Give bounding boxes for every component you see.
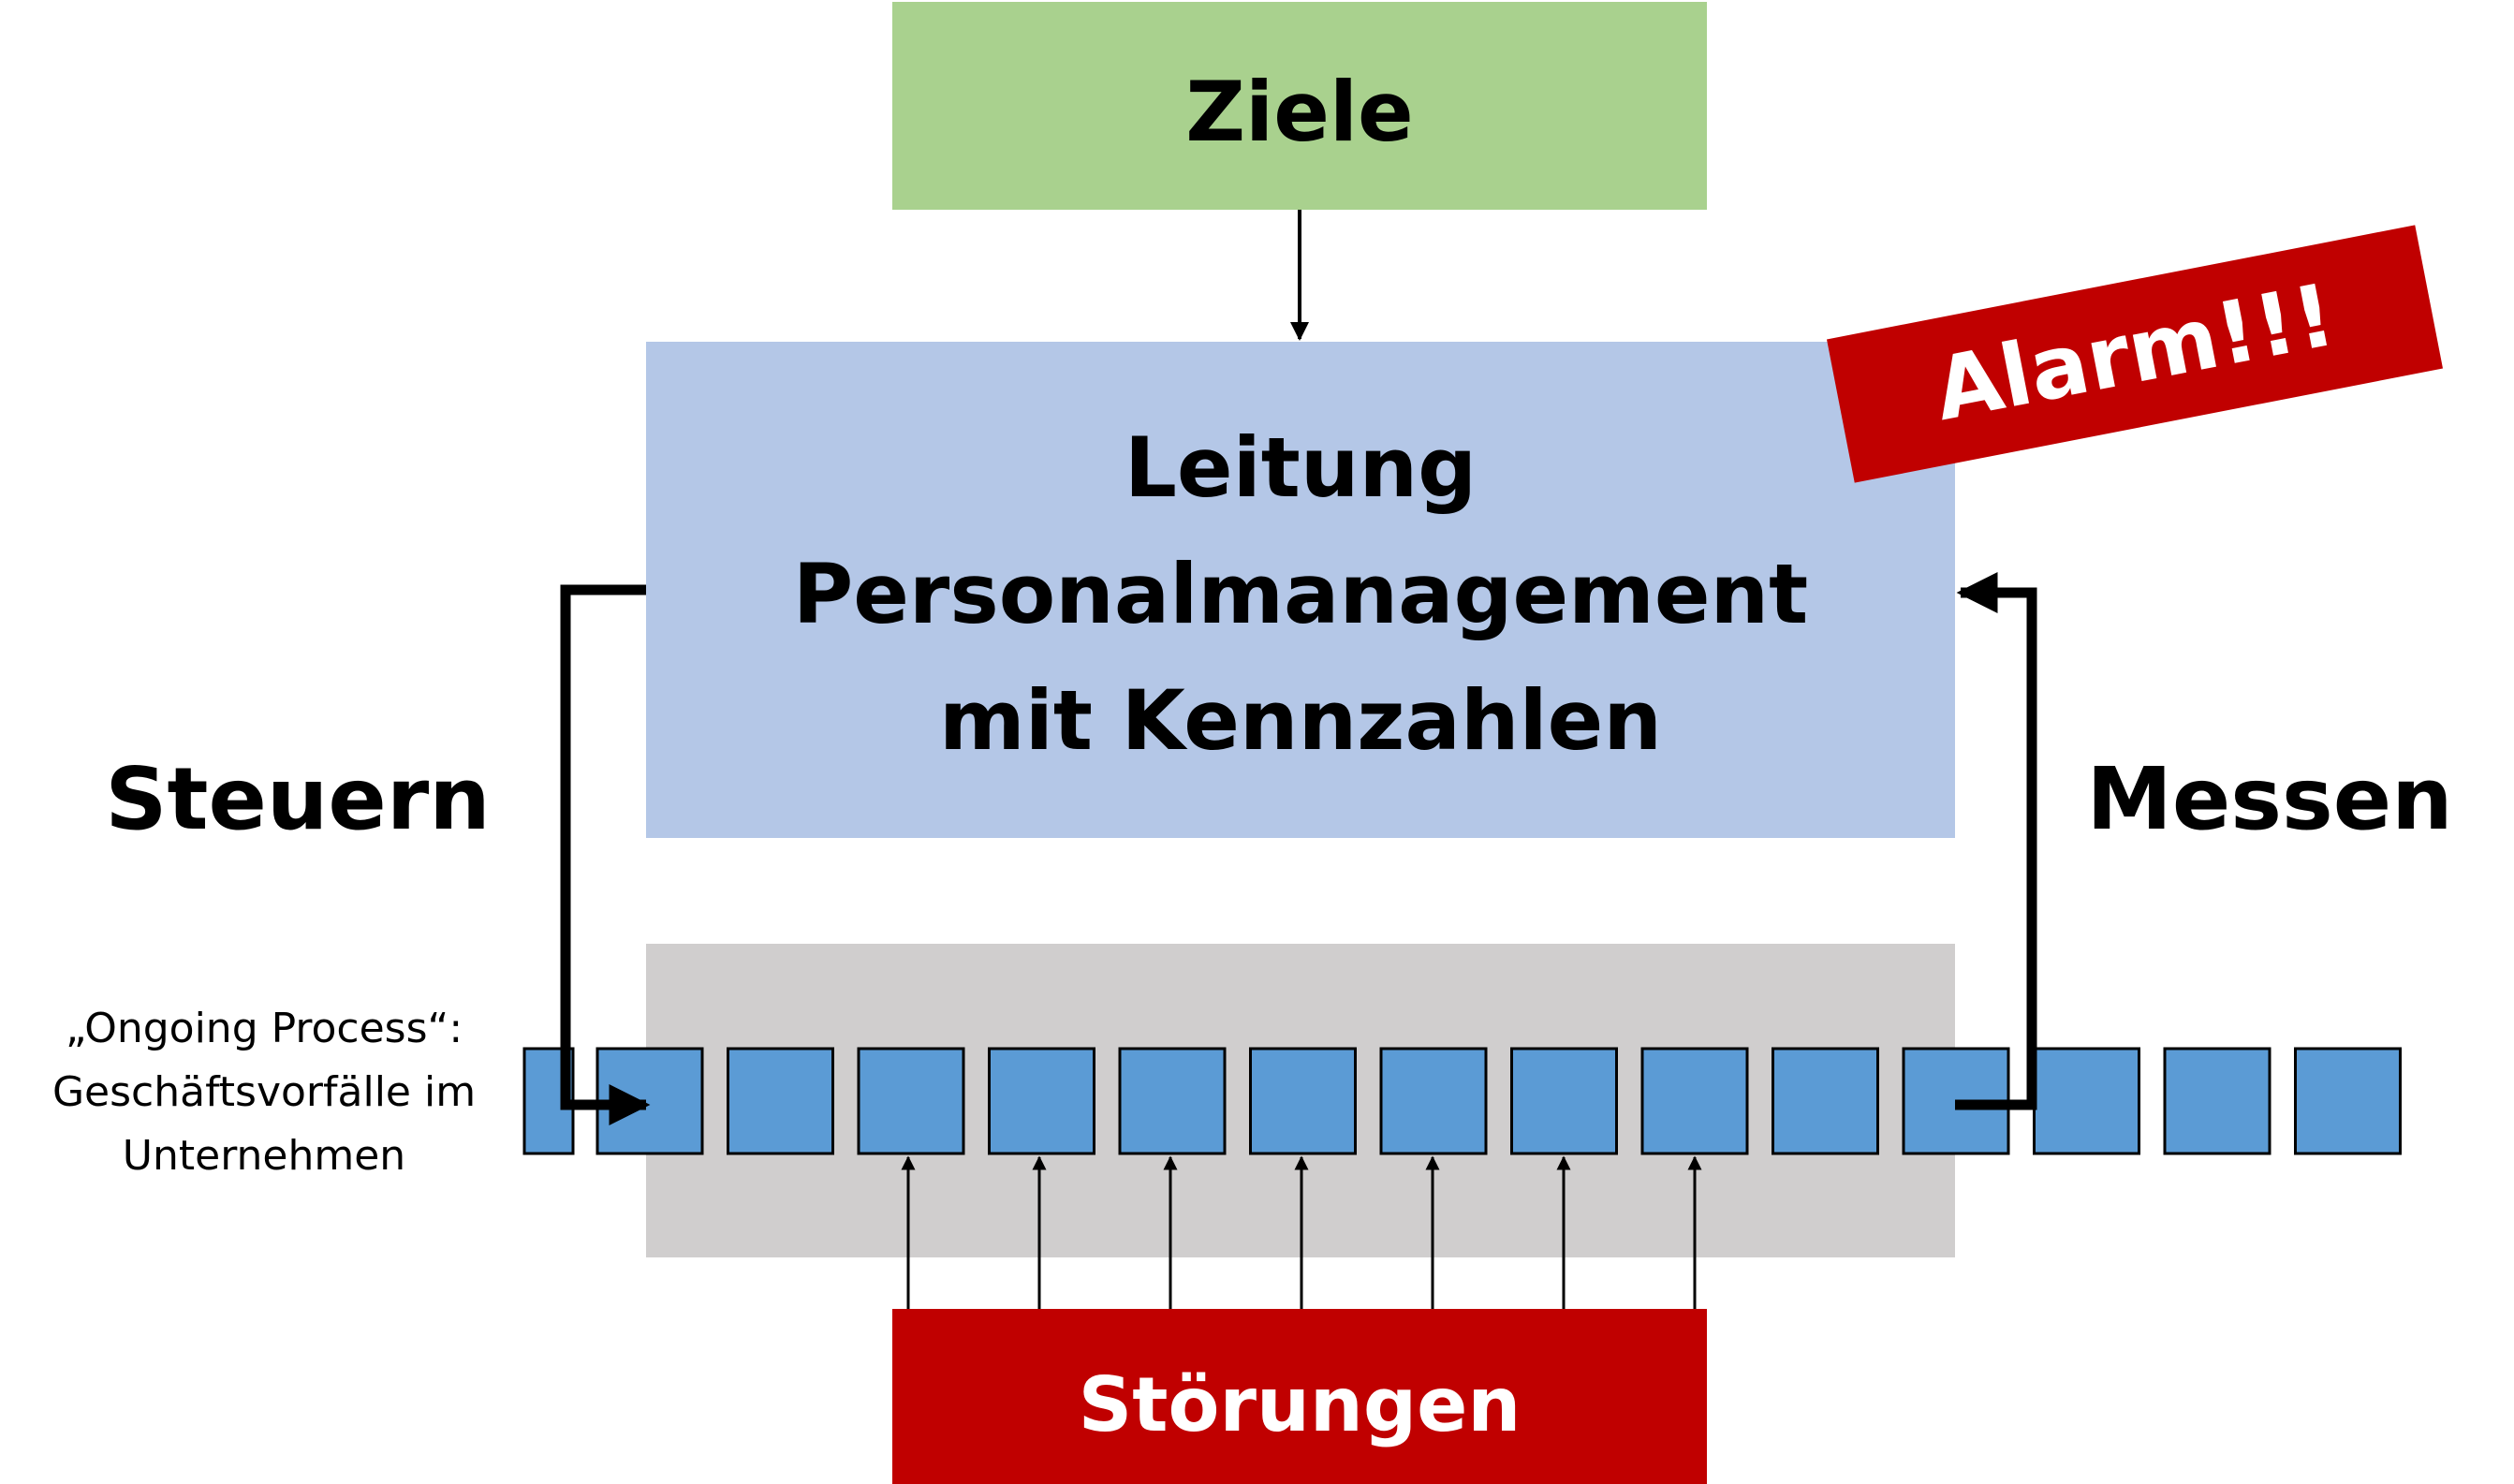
steer-arrow [560, 584, 651, 1125]
process-step [1118, 1047, 1227, 1155]
measure-arrow [1955, 572, 2037, 1110]
process-step [2163, 1047, 2271, 1155]
process-step [1249, 1047, 1357, 1155]
management-title-line3: mit Kennzahlen [939, 672, 1662, 769]
process-caption-line2: Geschäftsvorfälle im [52, 1068, 476, 1116]
disturbance-label: Störungen [1079, 1361, 1522, 1448]
management-title-line2: Personalmanagement [793, 546, 1809, 642]
disturbance-box [892, 1309, 1707, 1484]
process-step [2033, 1047, 2140, 1155]
management-title-line1: Leitung [1125, 419, 1477, 516]
process-caption-line1: „Ongoing Process“: [66, 1005, 463, 1052]
process-step [1379, 1047, 1488, 1155]
process-step [2294, 1047, 2402, 1155]
process-step [1640, 1047, 1749, 1155]
disturbance-arrow-group [901, 1155, 1702, 1309]
goal-label: Ziele [1185, 64, 1414, 160]
process-step [857, 1047, 965, 1155]
goal-box [892, 2, 1707, 210]
process-step [1772, 1047, 1879, 1155]
management-box [646, 342, 1955, 838]
steer-label: Steuern [105, 749, 490, 849]
alarm-badge-background [1826, 225, 2444, 483]
alarm-badge: Alarm!!! [1826, 225, 2444, 483]
process-step [988, 1047, 1095, 1155]
process-step [1510, 1047, 1618, 1155]
process-step-chain [522, 1047, 2402, 1155]
process-step [727, 1047, 834, 1155]
measure-label: Messen [2086, 749, 2452, 849]
process-caption-line3: Unternehmen [123, 1132, 405, 1180]
